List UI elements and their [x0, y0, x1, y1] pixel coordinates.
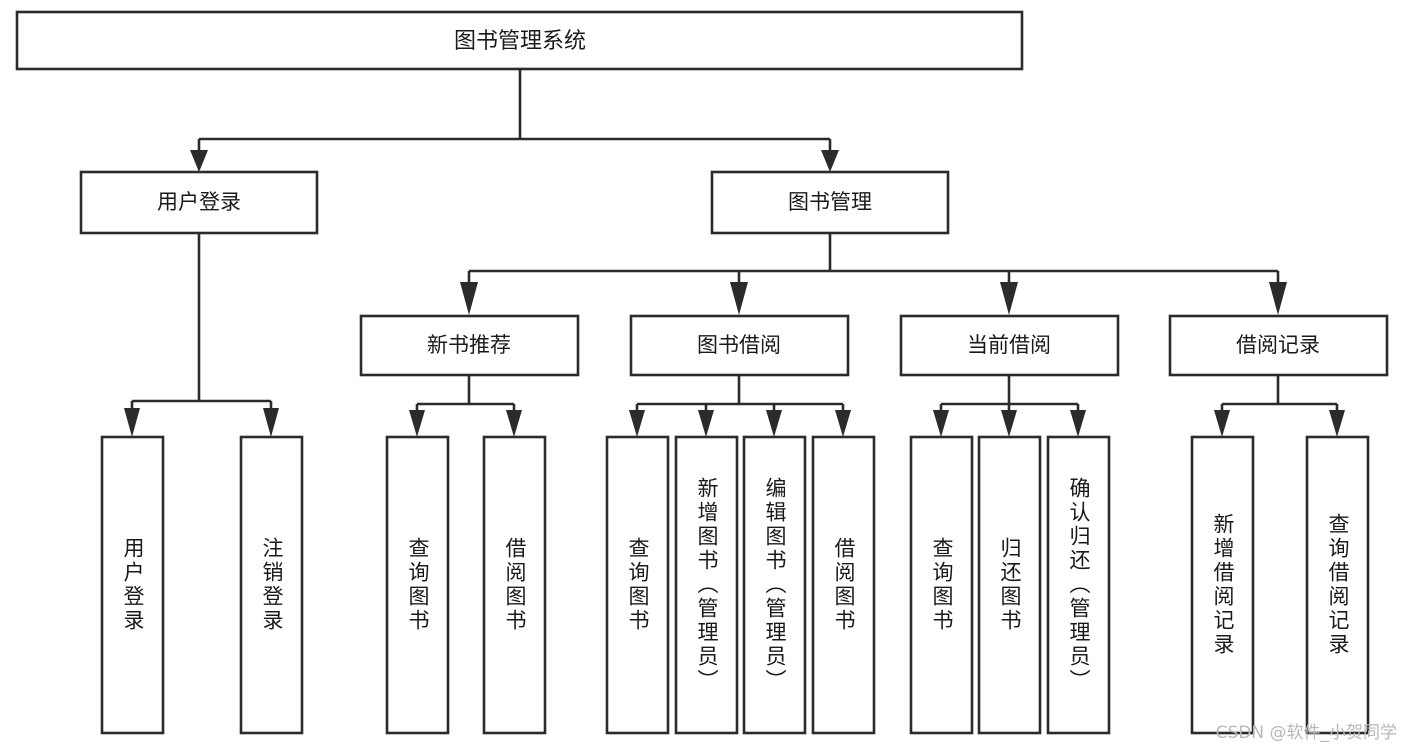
node-book-manage-label: 图书管理: [788, 190, 872, 214]
node-borrow-record-label: 借阅记录: [1236, 333, 1320, 357]
node-leaf-add-book[interactable]: [674, 435, 739, 735]
node-layer: 图书管理系统 用户登录 图书管理 新书推荐 图书借阅 当前: [15, 10, 1389, 735]
connector-layer: [124, 69, 1345, 437]
arrow-head-leaf-edit-book: [766, 410, 782, 437]
node-book-borrow-label: 图书借阅: [697, 333, 781, 357]
arrow-head-borrow-record: [1269, 282, 1287, 315]
node-root-label: 图书管理系统: [454, 29, 586, 54]
arrow-head-leaf-logout: [263, 408, 279, 437]
node-leaf-query-book-3[interactable]: [909, 435, 974, 735]
node-current-borrow[interactable]: 当前借阅: [899, 314, 1120, 377]
node-borrow-record[interactable]: 借阅记录: [1168, 314, 1389, 377]
node-leaf-query-book-1[interactable]: [385, 435, 450, 735]
arrow-head-book-borrow: [730, 282, 748, 315]
node-current-borrow-label: 当前借阅: [967, 333, 1051, 357]
arrow-head-leaf-user-login: [124, 408, 140, 437]
node-new-book-recommend[interactable]: 新书推荐: [359, 314, 580, 377]
arrow-head-leaf-query-book-2: [629, 410, 645, 437]
arrow-head-leaf-query-book-1: [409, 410, 425, 437]
node-leaf-query-record[interactable]: [1305, 435, 1370, 735]
node-user-login[interactable]: 用户登录: [79, 170, 319, 235]
arrow-head-leaf-add-record: [1214, 410, 1230, 437]
node-leaf-confirm-return[interactable]: [1046, 435, 1111, 735]
node-leaf-return-book[interactable]: [977, 435, 1042, 735]
arrow-head-current-borrow: [1000, 282, 1018, 315]
arrow-head-new-book-recommend: [460, 282, 478, 315]
node-leaf-edit-book[interactable]: [742, 435, 807, 735]
node-leaf-add-record[interactable]: [1190, 435, 1255, 735]
arrow-head-leaf-return-book: [1001, 410, 1017, 437]
arrow-head-leaf-borrow-book-1: [506, 410, 522, 437]
arrow-head-book-manage: [821, 150, 839, 172]
node-leaf-query-book-2[interactable]: [605, 435, 670, 735]
arrow-head-leaf-add-book: [698, 410, 714, 437]
node-root[interactable]: 图书管理系统: [15, 10, 1024, 71]
node-book-manage[interactable]: 图书管理: [710, 170, 950, 235]
arrow-head-leaf-query-book-3: [933, 410, 949, 437]
node-new-book-recommend-label: 新书推荐: [427, 333, 511, 357]
node-leaf-user-login[interactable]: [100, 435, 165, 735]
arrow-head-leaf-confirm-return: [1070, 410, 1086, 437]
node-leaf-logout[interactable]: [239, 435, 304, 735]
arrow-head-leaf-query-record: [1329, 410, 1345, 437]
arrow-head-user-login: [190, 150, 208, 172]
node-leaf-borrow-book-2[interactable]: [811, 435, 876, 735]
arrow-head-leaf-borrow-book-2: [835, 410, 851, 437]
node-user-login-label: 用户登录: [157, 190, 241, 214]
node-book-borrow[interactable]: 图书借阅: [629, 314, 850, 377]
node-leaf-borrow-book-1[interactable]: [482, 435, 547, 735]
watermark-text: CSDN @软件_小贺同学: [1215, 723, 1397, 743]
